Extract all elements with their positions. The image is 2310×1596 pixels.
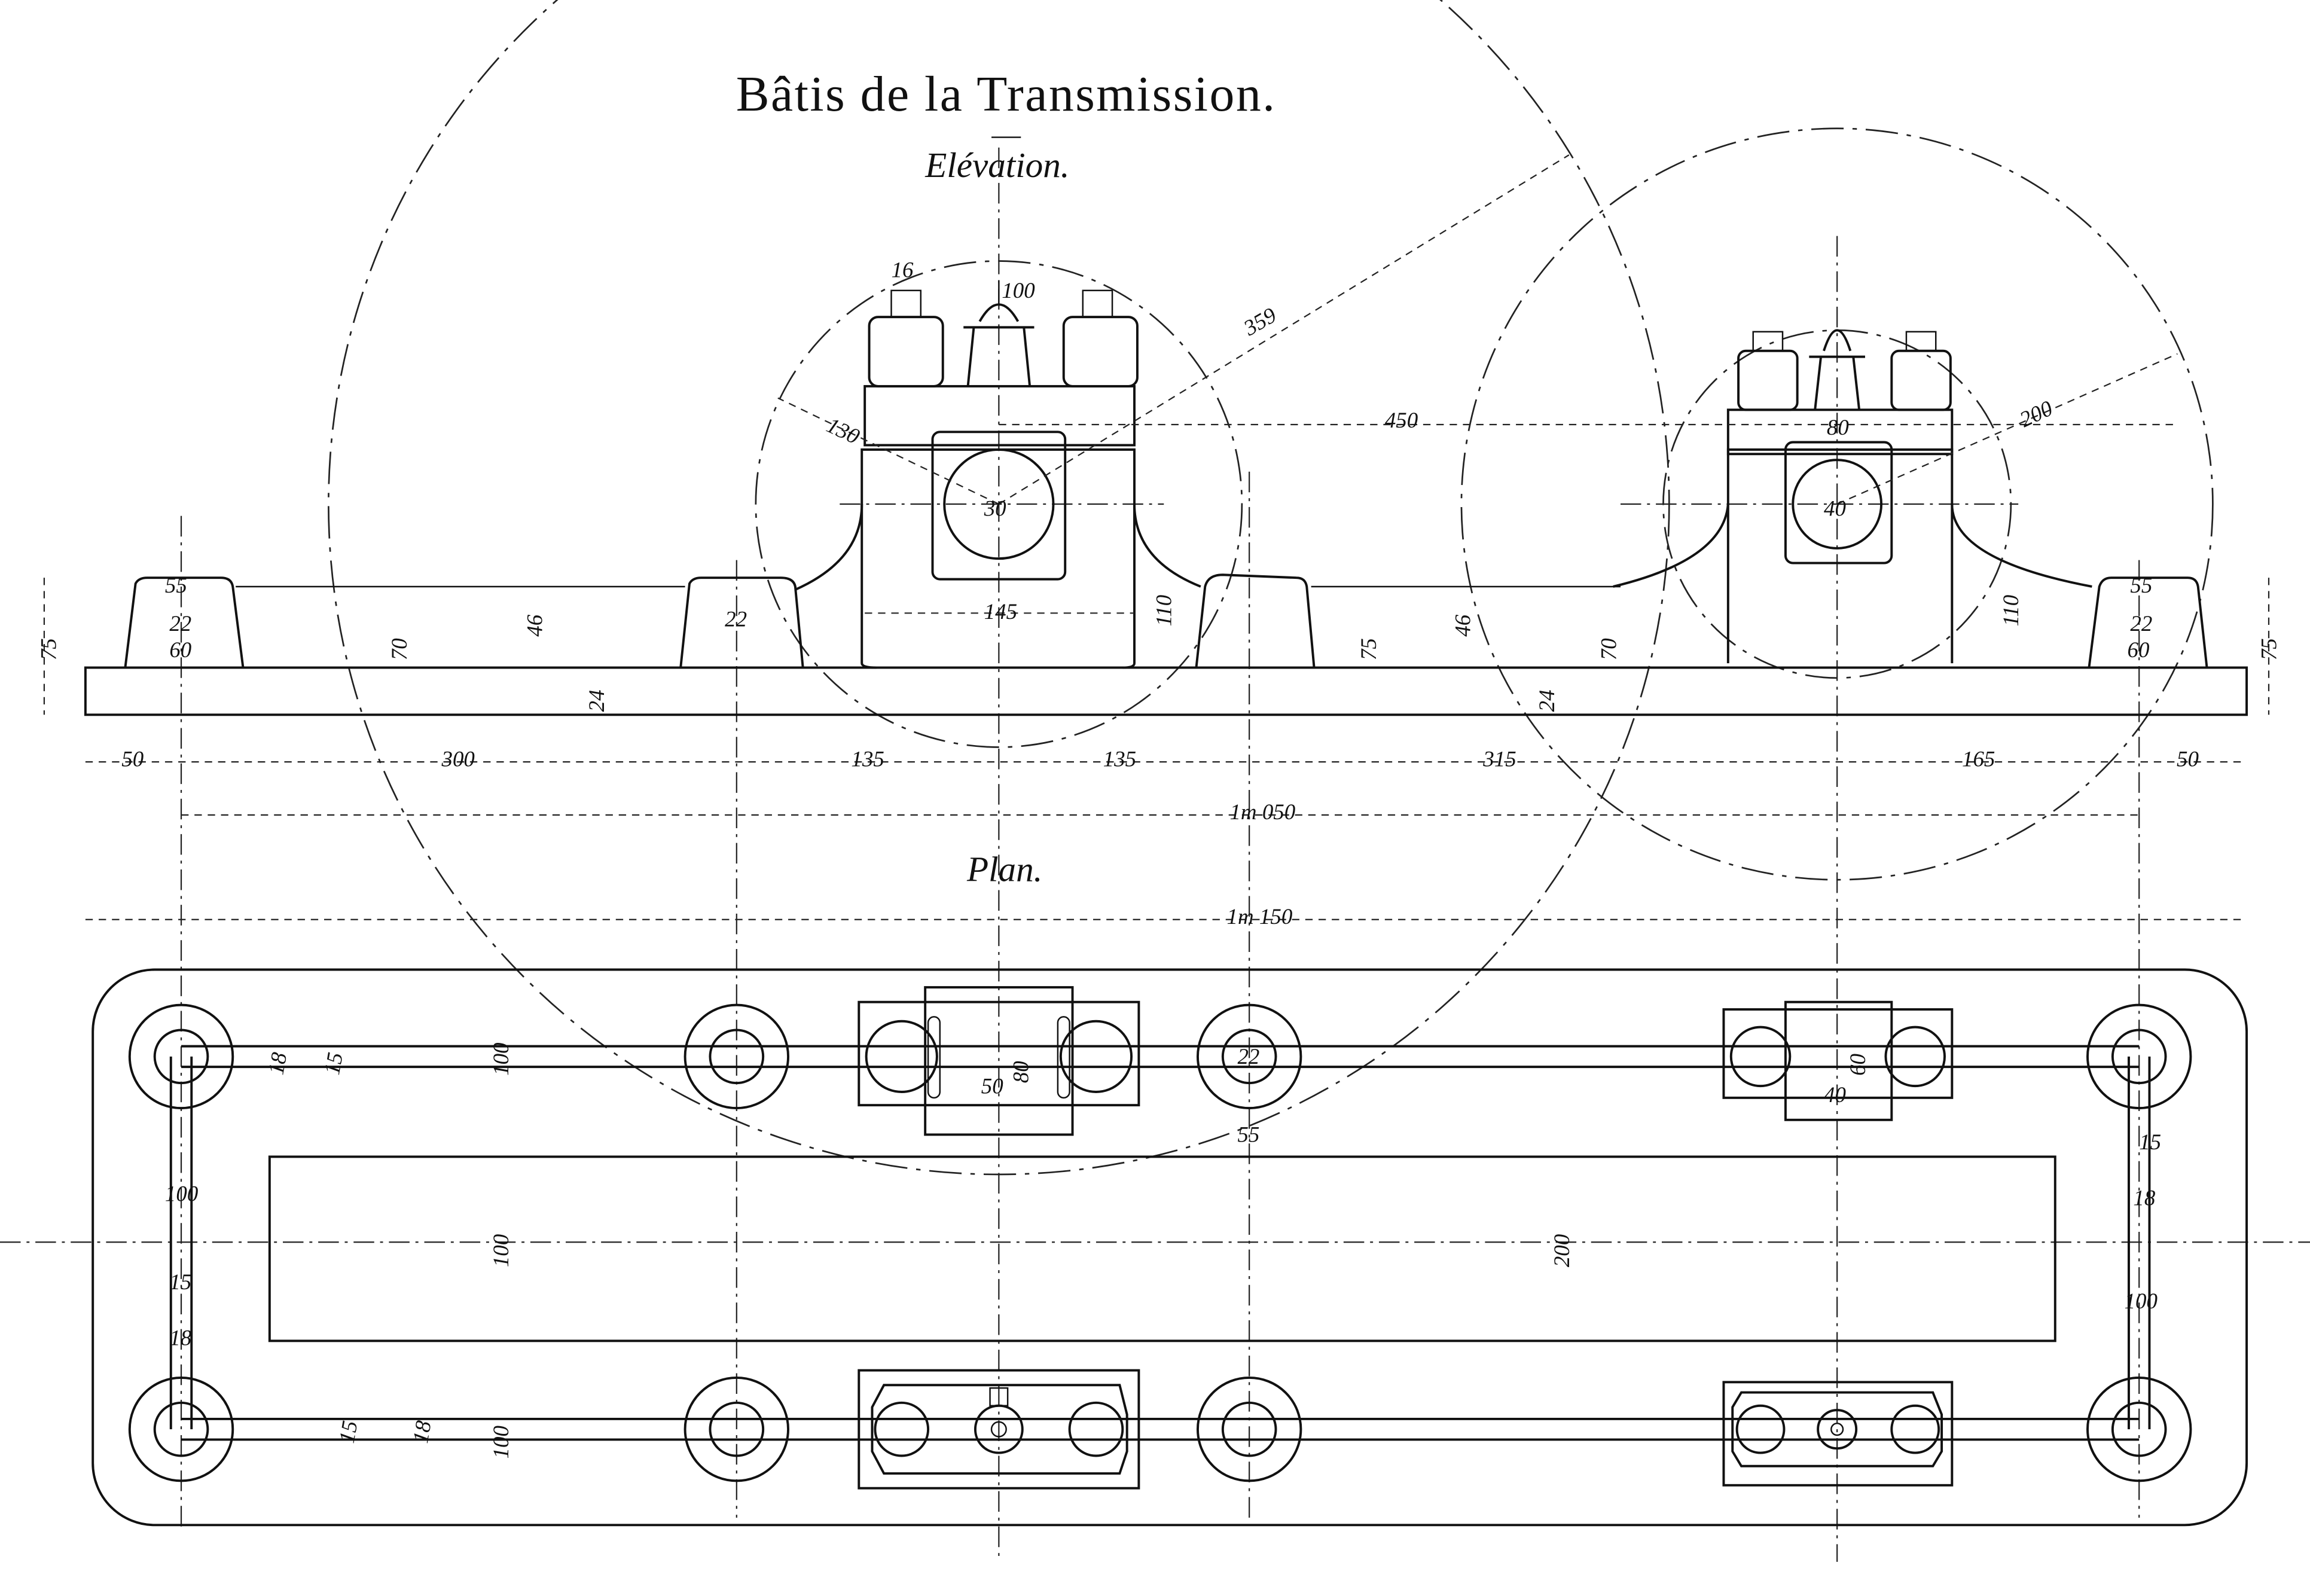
dimension-label: 100: [489, 1426, 513, 1458]
dimension-label: 40: [1824, 1082, 1846, 1107]
dimension-label: 1m 050: [1229, 799, 1295, 824]
dimension-label: 165: [1962, 747, 1995, 771]
horizontal-dimensions: 50 300 135 135 315 165 50 1m 050 1m 150: [121, 747, 2199, 929]
dimension-label: 75: [2256, 638, 2281, 660]
dimension-label: 18: [169, 1326, 191, 1350]
dimension-label: 15: [334, 1419, 362, 1445]
dimension-label: 100: [165, 1181, 198, 1206]
dimension-label: 40: [1824, 496, 1846, 521]
dimension-label: 22: [725, 606, 747, 631]
dimension-label: 24: [584, 689, 609, 712]
center-lines: [0, 147, 2310, 1562]
plan-bosses: [128, 1003, 2192, 1482]
plan-dimensions: 18 15 100 80 50 22 55 60 40 100 15 18 10…: [165, 1042, 2161, 1458]
dimension-label: 70: [387, 638, 411, 660]
dimension-label: 18: [264, 1050, 292, 1076]
dimension-label: 200: [1549, 1234, 1574, 1267]
dimension-label: 110: [1998, 595, 2023, 627]
dimension-label: 135: [1103, 747, 1136, 771]
dimension-label: 24: [1534, 689, 1559, 712]
dimension-label: 1m 150: [1227, 904, 1293, 929]
dimension-label: 55: [2130, 573, 2152, 597]
dimension-label: 100: [1002, 278, 1035, 303]
dimension-label: 70: [1597, 638, 1621, 660]
dimension-label: 100: [489, 1042, 513, 1075]
dimension-label: 75: [36, 638, 61, 660]
dimension-label: 15: [319, 1051, 347, 1076]
dimension-label: 46: [523, 614, 547, 636]
elevation-label: Elévation.: [924, 145, 1069, 185]
plan-bearing-top-left: [858, 986, 1140, 1136]
left-bearing-elevation: [795, 280, 1201, 669]
dimension-label: 100: [2125, 1289, 2158, 1313]
elevation-dimensions: 16 100 130 359 30 145 110 110 55 22 60 7…: [36, 258, 2281, 712]
dimension-label: 22: [2130, 611, 2152, 636]
dimension-label: 15: [169, 1270, 191, 1294]
elevation-base: [84, 573, 2248, 716]
dimension-label: 22: [1237, 1044, 1259, 1069]
dimension-label: 22: [169, 611, 191, 636]
dimension-label: 18: [408, 1418, 436, 1445]
dimension-label: 55: [1237, 1122, 1259, 1147]
drawing-title: Bâtis de la Transmission.: [736, 66, 1277, 122]
dimension-label: 50: [121, 747, 144, 771]
dimension-label: 110: [1152, 595, 1176, 627]
dimension-label: 16: [892, 258, 914, 282]
dimension-label: 300: [441, 747, 474, 771]
dimension-label: 60: [1845, 1054, 1870, 1076]
dimension-lines: [43, 154, 2270, 920]
dimension-label: 450: [1385, 408, 1418, 432]
dimension-label: 46: [1451, 614, 1475, 636]
dimension-label: 135: [851, 747, 884, 771]
dimension-label: 315: [1482, 747, 1516, 771]
plan-view: [91, 968, 2248, 1527]
dimension-label: 50: [981, 1073, 1003, 1098]
dimension-label: 145: [984, 599, 1017, 624]
pulley-clearance-circles: [328, 0, 2214, 1175]
dimension-label: 18: [2133, 1186, 2155, 1210]
dimension-label: 60: [2128, 637, 2150, 662]
dimension-label: 50: [2177, 747, 2199, 771]
dimension-label: 15: [2139, 1130, 2161, 1154]
dimension-label: 80: [1827, 415, 1849, 440]
dimension-label: 100: [489, 1234, 513, 1267]
dimension-label: 130: [823, 413, 863, 449]
plan-bearing-bottom-left: [858, 1369, 1140, 1490]
dimension-label: 75: [1356, 638, 1381, 660]
dimension-label: 60: [169, 637, 191, 662]
plan-bearing-top-right: [1722, 1000, 1954, 1121]
plan-label: Plan.: [966, 850, 1042, 889]
dimension-label: 30: [984, 496, 1006, 521]
dimension-label: 200: [2016, 396, 2056, 432]
plan-bearing-bottom-right: [1722, 1381, 1954, 1487]
dimension-label: 80: [1009, 1061, 1033, 1083]
dimension-label: 55: [165, 573, 187, 597]
right-bearing-elevation: [1613, 329, 2092, 664]
